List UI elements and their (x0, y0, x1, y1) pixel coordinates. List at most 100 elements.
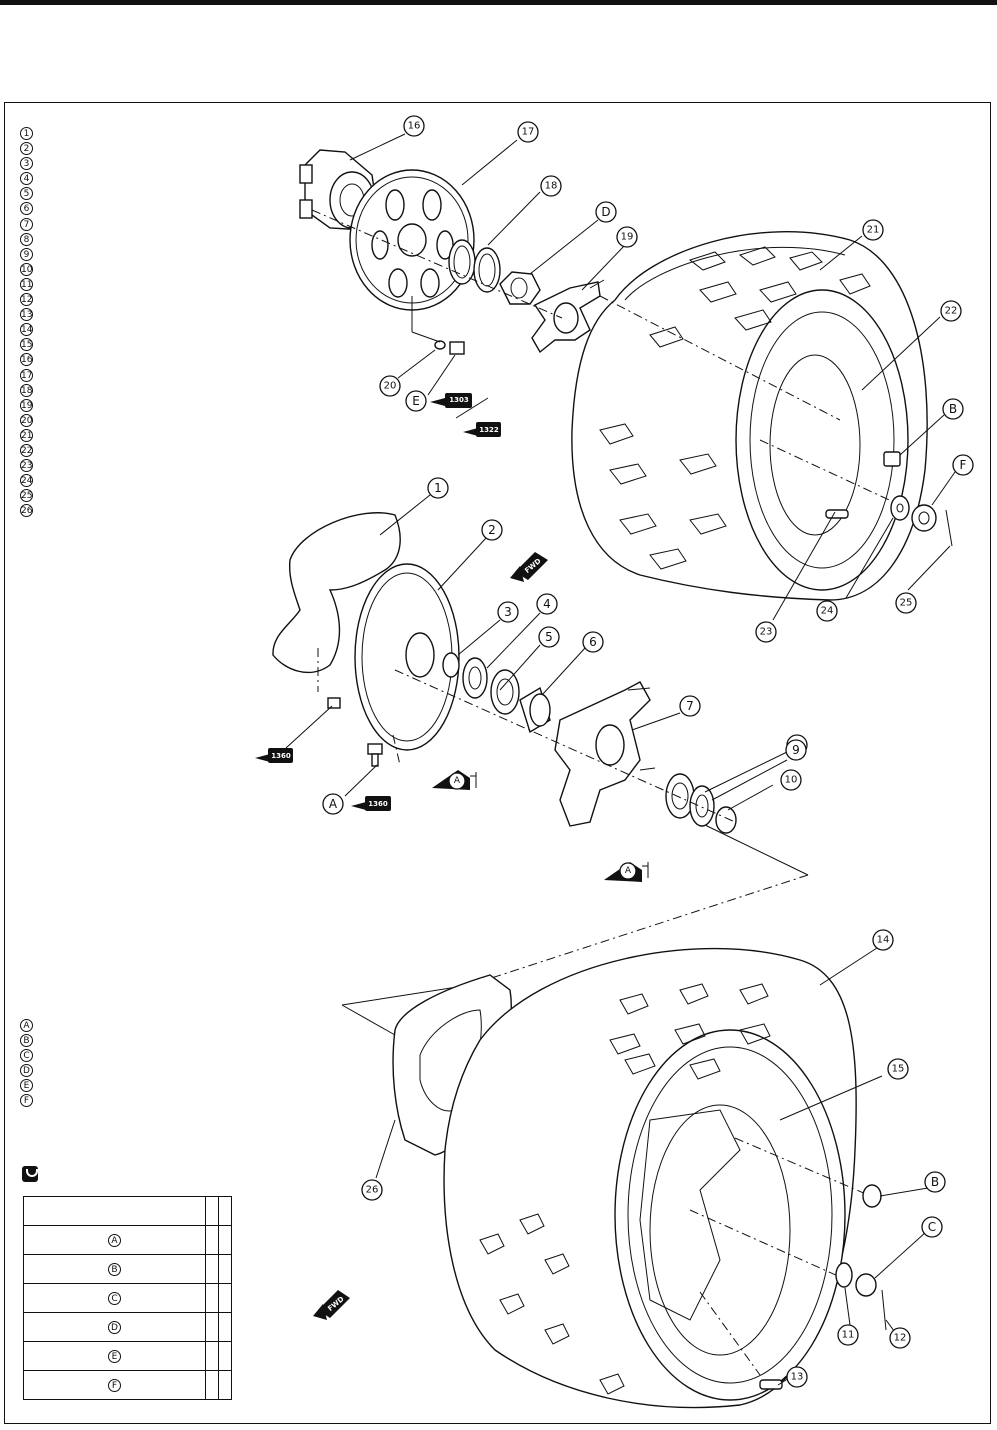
callout-circle (403, 115, 425, 137)
legend-number: 3 (20, 157, 33, 171)
bolt-guard (327, 697, 341, 709)
torque-row: B (23, 1254, 232, 1284)
legend-item: 14 (20, 322, 33, 337)
legend-item: 5 (20, 186, 33, 201)
legend-item: C (20, 1048, 33, 1063)
legend-item: 13 (20, 307, 33, 322)
torque-cell: D (23, 1312, 206, 1342)
callout-f: F (952, 454, 974, 476)
legend-item: 22 (20, 443, 33, 458)
grease-icon: A (604, 862, 649, 882)
legend-number: 18 (20, 383, 33, 397)
castle-nut-c (855, 1273, 877, 1297)
legend-item: 8 (20, 232, 33, 247)
callout-circle (816, 600, 838, 622)
torque-row: D (23, 1312, 232, 1342)
legend-number: 10 (20, 262, 33, 276)
legend-item: 1 (20, 126, 33, 141)
legend-item: 7 (20, 217, 33, 232)
thread-lock-tag-icon: 1360 (255, 748, 293, 763)
thread-lock-tag-icon: 1322 (463, 422, 501, 437)
callout-19: 19 (616, 226, 638, 248)
callout-12: 12 (889, 1327, 911, 1349)
legend-number: 4 (20, 172, 33, 186)
legend-item: D (20, 1063, 33, 1078)
callout-circle (942, 398, 964, 420)
legend-item: 23 (20, 458, 33, 473)
legend-item: B (20, 1033, 33, 1048)
callout-circle (582, 631, 604, 653)
castle-nut-f (911, 504, 937, 532)
legend-number: 26 (20, 504, 33, 518)
axis-front-valve (699, 1291, 761, 1376)
valve-23 (825, 509, 849, 519)
callout-label: 4 (543, 597, 551, 611)
callout-label: 10 (785, 775, 798, 786)
callout-13: 13 (786, 1366, 808, 1388)
legend-item: 25 (20, 488, 33, 503)
legend-number: D (20, 1064, 33, 1078)
callout-circle (940, 300, 962, 322)
callout-14: 14 (872, 929, 894, 951)
callout-label: 15 (892, 1064, 905, 1075)
callout-label: 6 (589, 635, 597, 649)
callout-label: C (928, 1220, 936, 1234)
legend-item: 19 (20, 398, 33, 413)
legend-number: 11 (20, 277, 33, 291)
callout-label: 23 (760, 627, 773, 638)
callout-17: 17 (517, 121, 539, 143)
legend-number: 16 (20, 353, 33, 367)
callout-label: 22 (945, 306, 958, 317)
torque-row: F (23, 1370, 232, 1400)
seal-4 (462, 657, 488, 699)
legend-number: 5 (20, 187, 33, 201)
legend-number: 7 (20, 217, 33, 231)
legend-item: 11 (20, 277, 33, 292)
callout-circle (361, 1179, 383, 1201)
callout-9: 9 (785, 739, 807, 761)
callout-1: 1 (427, 477, 449, 499)
legend-item: A (20, 1018, 33, 1033)
legend-item: 21 (20, 428, 33, 443)
callout-circle (862, 219, 884, 241)
legend-number: E (20, 1079, 33, 1093)
diagram-frame (4, 102, 991, 1424)
legend-item: E (20, 1078, 33, 1093)
brake-disc-2 (354, 563, 460, 751)
collar-3 (442, 652, 460, 678)
grease-mark: A (454, 776, 461, 786)
tag-1360-a: 1360 (271, 752, 291, 760)
rear-tire-21 (571, 231, 928, 601)
legend-item: 18 (20, 383, 33, 398)
callout-label: 19 (621, 232, 634, 243)
torque-cell: E (23, 1341, 206, 1371)
callout-label: 20 (384, 381, 397, 392)
callout-a: A (322, 793, 344, 815)
nut-d (499, 271, 541, 305)
cotter-pin-12 (881, 1289, 887, 1331)
thread-lock-tag-icon: 1303 (430, 393, 472, 408)
callout-b1: B (942, 398, 964, 420)
callout-3: 3 (497, 601, 519, 623)
callout-label: D (601, 205, 610, 219)
fwd-arrow-icon: FWD (313, 1290, 350, 1320)
tag-1322: 1322 (479, 426, 499, 434)
legend-number: 9 (20, 247, 33, 261)
grease-mark: A (625, 866, 632, 876)
seal-9 (689, 785, 715, 827)
callout-circle (379, 375, 401, 397)
callout-21: 21 (862, 219, 884, 241)
callout-label: A (329, 797, 338, 811)
callout-label: 1 (434, 481, 442, 495)
callout-circle (755, 621, 777, 643)
callout-c: C (921, 1216, 943, 1238)
hub-19 (531, 279, 605, 354)
legend-item: F (20, 1093, 33, 1108)
tag-divider (455, 397, 489, 419)
callout-label: F (960, 458, 967, 472)
callout-2: 2 (481, 519, 503, 541)
callout-label: 5 (545, 630, 553, 644)
legend-number: 17 (20, 368, 33, 382)
legend-item: 26 (20, 503, 33, 518)
washer-24 (890, 495, 910, 521)
